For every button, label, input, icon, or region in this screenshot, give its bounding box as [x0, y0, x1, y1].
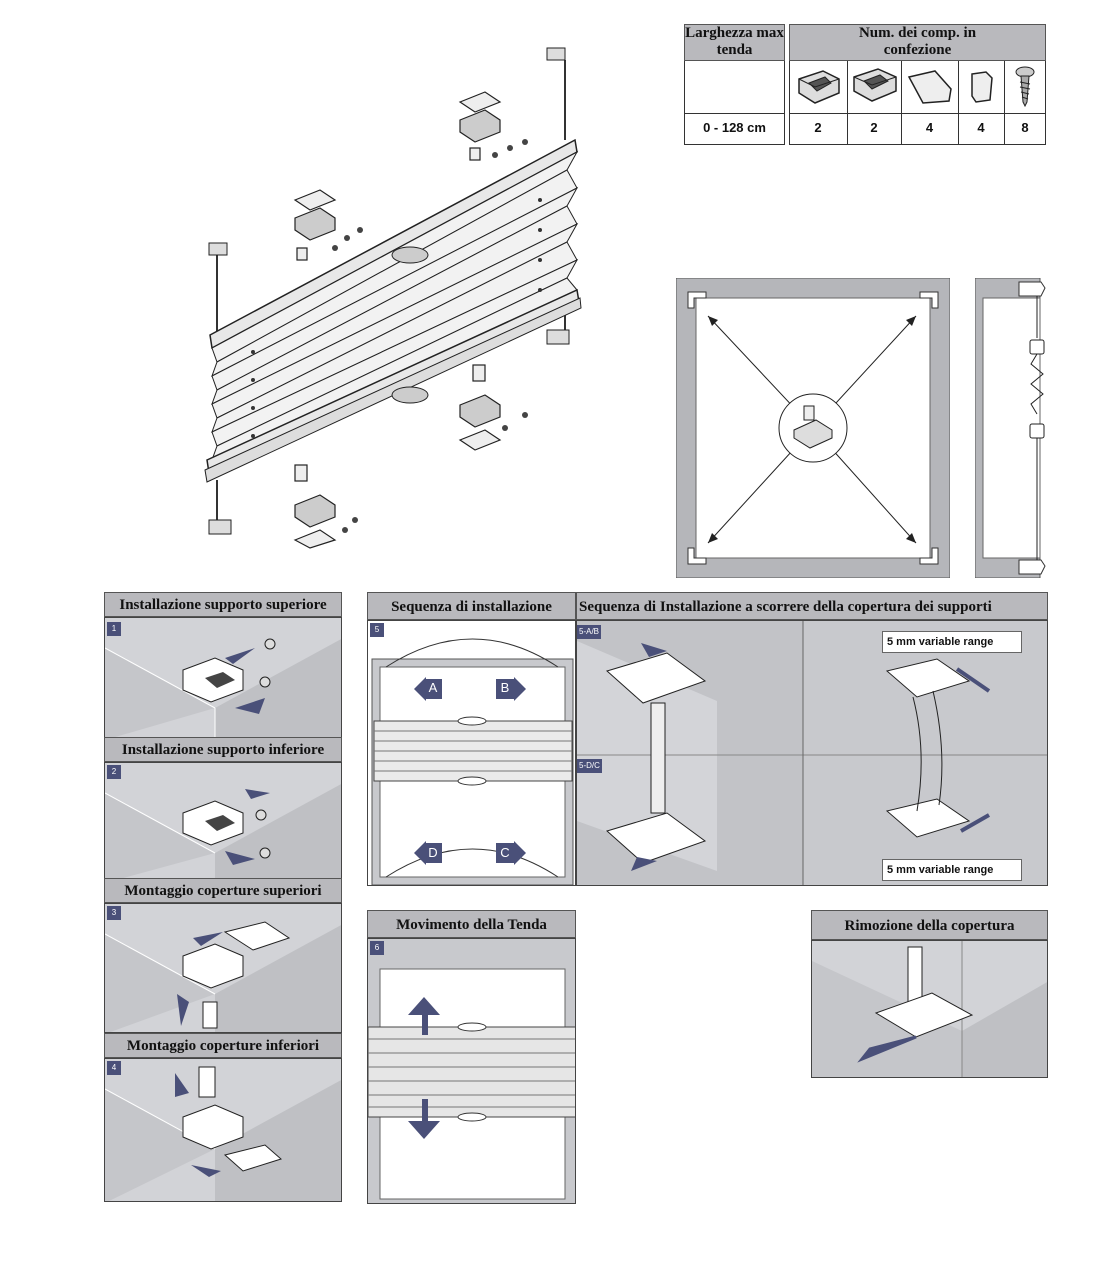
blind-movement-illustration [368, 968, 575, 1200]
seq-label-a: A [428, 680, 438, 695]
step-badge-6: 6 [370, 941, 384, 955]
section-title-top-support: Installazione supporto superiore [104, 592, 342, 617]
section-title-blind-movement: Movimento della Tenda [367, 910, 576, 938]
frame-front-diagram [676, 278, 950, 578]
section-title-cover-removal: Rimozione della copertura [811, 910, 1048, 940]
quantity-1: 2 [814, 120, 822, 135]
frame-side-diagram [975, 278, 1046, 578]
panel-step-5ab: 5-A/B 5-D/C 5 mm variable range 5 mm var… [576, 620, 1048, 886]
bottom-bracket-icon [853, 68, 897, 102]
section-title-install-sequence: Sequenza di installazione [367, 592, 576, 620]
col-sep [1004, 61, 1005, 145]
step-badge-5: 5 [370, 623, 384, 637]
col-sep [958, 61, 959, 145]
step-badge-3: 3 [107, 906, 121, 920]
bracket-cover-icon [907, 70, 952, 104]
quantity-divider [789, 113, 1046, 114]
quantity-4: 4 [977, 120, 985, 135]
bottom-covers-illustration [105, 1066, 341, 1201]
screw-icon [1015, 66, 1035, 108]
panel-step-5: 5 A B D C [367, 620, 576, 886]
install-sequence-illustration [371, 638, 574, 885]
section-title-sliding-cover-sequence: Sequenza di Installazione a scorrere del… [576, 592, 1048, 620]
quantity-2: 2 [870, 120, 878, 135]
section-title-bottom-support: Installazione supporto inferiore [104, 737, 342, 762]
panel-step-6: 6 [367, 938, 576, 1204]
seq-label-d: D [428, 845, 438, 860]
step-badge-5dc: 5-D/C [577, 759, 602, 773]
range-label-bottom: 5 mm variable range [882, 859, 1022, 881]
step-badge-5ab: 5-A/B [577, 625, 602, 639]
quantity-header: Num. dei comp. in confezione [789, 24, 1046, 61]
bottom-support-illustration [105, 784, 341, 881]
panel-step-4: 4 [104, 1058, 342, 1202]
seq-label-c: C [500, 845, 510, 860]
quantity-3: 4 [925, 120, 934, 135]
width-header: Larghezza max tenda [684, 24, 785, 61]
col-sep [847, 61, 848, 145]
col-sep [901, 61, 902, 145]
step-badge-2: 2 [107, 765, 121, 779]
exploded-blind-diagram [204, 47, 582, 549]
panel-step-3: 3 [104, 903, 342, 1033]
top-bracket-icon [798, 70, 840, 104]
cover-removal-illustration [812, 941, 1047, 1077]
panel-step-1: 1 [104, 617, 342, 739]
top-covers-illustration [105, 921, 341, 1032]
sliding-cover-illustration [577, 621, 1047, 885]
seq-label-b: B [500, 680, 510, 695]
panel-step-2: 2 [104, 762, 342, 882]
range-label-top: 5 mm variable range [882, 631, 1022, 653]
width-value: 0 - 128 cm [703, 120, 766, 135]
quantity-5: 8 [1021, 120, 1029, 135]
section-title-top-covers: Montaggio coperture superiori [104, 878, 342, 903]
width-divider [684, 113, 785, 114]
step-badge-1: 1 [107, 622, 121, 636]
panel-cover-removal [811, 940, 1048, 1078]
step-badge-4: 4 [107, 1061, 121, 1075]
top-support-illustration [105, 638, 341, 738]
cover-clip-icon [971, 71, 993, 103]
section-title-bottom-covers: Montaggio coperture inferiori [104, 1033, 342, 1058]
